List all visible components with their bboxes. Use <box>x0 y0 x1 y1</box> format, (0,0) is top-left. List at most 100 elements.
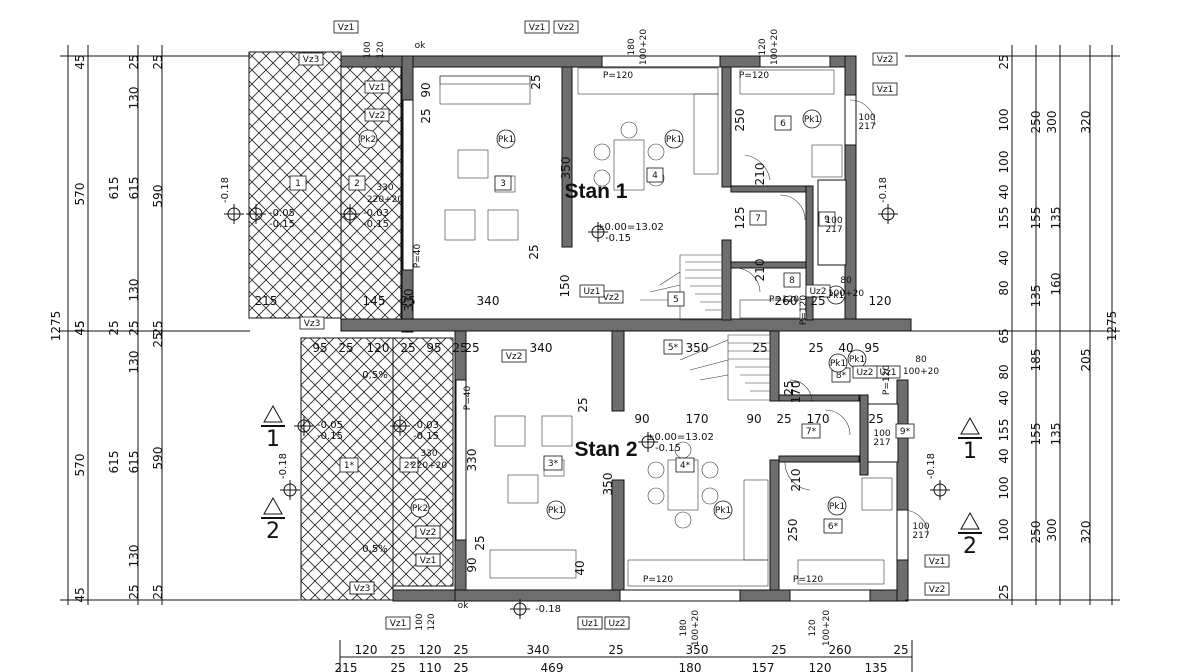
opening-size: 100+20 <box>822 610 832 646</box>
dim-interior: 210 <box>789 469 803 492</box>
opening-tag-box <box>852 365 878 379</box>
misc-label: ok <box>458 601 470 611</box>
opening-tag-box <box>415 553 441 567</box>
opening-size: 120 <box>427 613 437 630</box>
opening-tag: Vz3 <box>304 319 321 329</box>
room-number: 8 <box>789 276 795 286</box>
floor-tag-circle <box>496 129 516 149</box>
chair <box>620 121 638 139</box>
misc-label: P=40 <box>413 244 423 269</box>
dim-interior: 25 <box>527 244 541 259</box>
dim-left: 1275 <box>49 311 63 342</box>
opening-size: 220+20 <box>411 461 447 471</box>
floor-tag-circle <box>828 353 848 373</box>
dim-right: 100 <box>997 477 1011 500</box>
opening-size: 80 <box>840 276 852 286</box>
dim-right: 40 <box>997 390 1011 405</box>
wall <box>611 330 625 412</box>
dim-bottom: 25 <box>453 643 468 657</box>
wall <box>769 459 780 591</box>
opening-size: 180 <box>679 619 689 636</box>
opening-tag: Uz2 <box>809 287 826 297</box>
dim-bottom: 157 <box>752 661 775 672</box>
floor-tag-circle <box>358 129 378 149</box>
floor-tag-circle <box>546 500 566 520</box>
dim-interior: 25 <box>529 74 543 89</box>
kitchen-counter <box>627 559 769 587</box>
level-marker-cross <box>638 432 658 452</box>
dim-right: 40 <box>997 250 1011 265</box>
dim-right: 160 <box>1049 273 1063 296</box>
dim-right: 155 <box>997 419 1011 442</box>
party-wall <box>340 318 912 332</box>
chair <box>674 511 692 529</box>
room-number: 7 <box>755 214 761 224</box>
opening-size: 100+20 <box>828 289 864 299</box>
dim-interior: 25 <box>782 380 796 395</box>
opening-tag-box <box>579 284 605 298</box>
terrace-sublevel: -0.15 <box>363 219 389 230</box>
room-number: 2 <box>354 179 360 189</box>
coffee-table <box>507 474 539 504</box>
section-arrow <box>960 511 980 530</box>
dim-horizontal: 340 <box>530 341 553 355</box>
wall <box>769 330 780 402</box>
opening-size: 100 <box>825 216 842 226</box>
window <box>601 55 721 68</box>
dim-bottom: 215 <box>335 661 358 672</box>
dim-right: 40 <box>997 448 1011 463</box>
section-arrow <box>960 416 980 435</box>
opening-size: 330 <box>420 449 437 459</box>
chair <box>647 461 665 479</box>
left-dimensions <box>60 45 300 605</box>
dim-right: 320 <box>1079 111 1093 134</box>
floor-tag-circle <box>713 500 733 520</box>
opening-size: 217 <box>825 225 842 235</box>
dim-interior: 25 <box>419 108 433 123</box>
dim-horizontal: 25 <box>810 294 825 308</box>
opening-tag: Vz2 <box>929 585 946 595</box>
armchair <box>494 415 526 447</box>
bottom-dimensions <box>339 640 913 672</box>
dim-right: 250 <box>1029 521 1043 544</box>
floor-tag-circle <box>664 129 684 149</box>
side-level: -0.18 <box>535 604 561 615</box>
dim-horizontal: 95 <box>312 341 327 355</box>
dim-left: 25 <box>127 584 141 599</box>
wall <box>561 66 573 248</box>
window <box>619 589 741 602</box>
dim-right: 1275 <box>1105 311 1119 342</box>
floor-tag: Pk1 <box>548 506 564 516</box>
sofa <box>439 75 531 105</box>
level-marker-cross <box>246 204 266 224</box>
dim-horizontal: 25 <box>868 412 883 426</box>
room-number: 3* <box>548 459 559 469</box>
dim-horizontal: 25 <box>752 341 767 355</box>
opening-size: 100 <box>912 522 929 532</box>
dim-left: 590 <box>151 185 165 208</box>
opening-tag: Vz3 <box>303 55 320 65</box>
dim-interior: 330 <box>465 449 479 472</box>
opening-size: 100 <box>415 613 425 630</box>
dim-interior: 90 <box>465 557 479 572</box>
dim-interior: 350 <box>601 473 615 496</box>
dim-horizontal: 25 <box>400 294 415 308</box>
opening-tag: Vz2 <box>506 352 523 362</box>
opening-tag: Uz1 <box>879 368 896 378</box>
opening-tag: Vz1 <box>420 556 437 566</box>
dim-interior: 125 <box>733 207 747 230</box>
bed <box>811 144 843 178</box>
wall <box>721 66 732 188</box>
misc-label: P=120 <box>739 71 769 81</box>
dim-right: 100 <box>997 151 1011 174</box>
dim-bottom: 25 <box>453 661 468 672</box>
section-mark: 2 <box>963 534 977 559</box>
opening-size: 217 <box>912 531 929 541</box>
opening-tag: Vz1 <box>529 23 546 33</box>
dim-bottom: 25 <box>390 643 405 657</box>
coffee-table <box>457 149 489 179</box>
dim-interior: 150 <box>558 275 572 298</box>
dim-interior: 210 <box>753 163 767 186</box>
window <box>402 99 414 271</box>
opening-tag: Vz3 <box>354 584 371 594</box>
